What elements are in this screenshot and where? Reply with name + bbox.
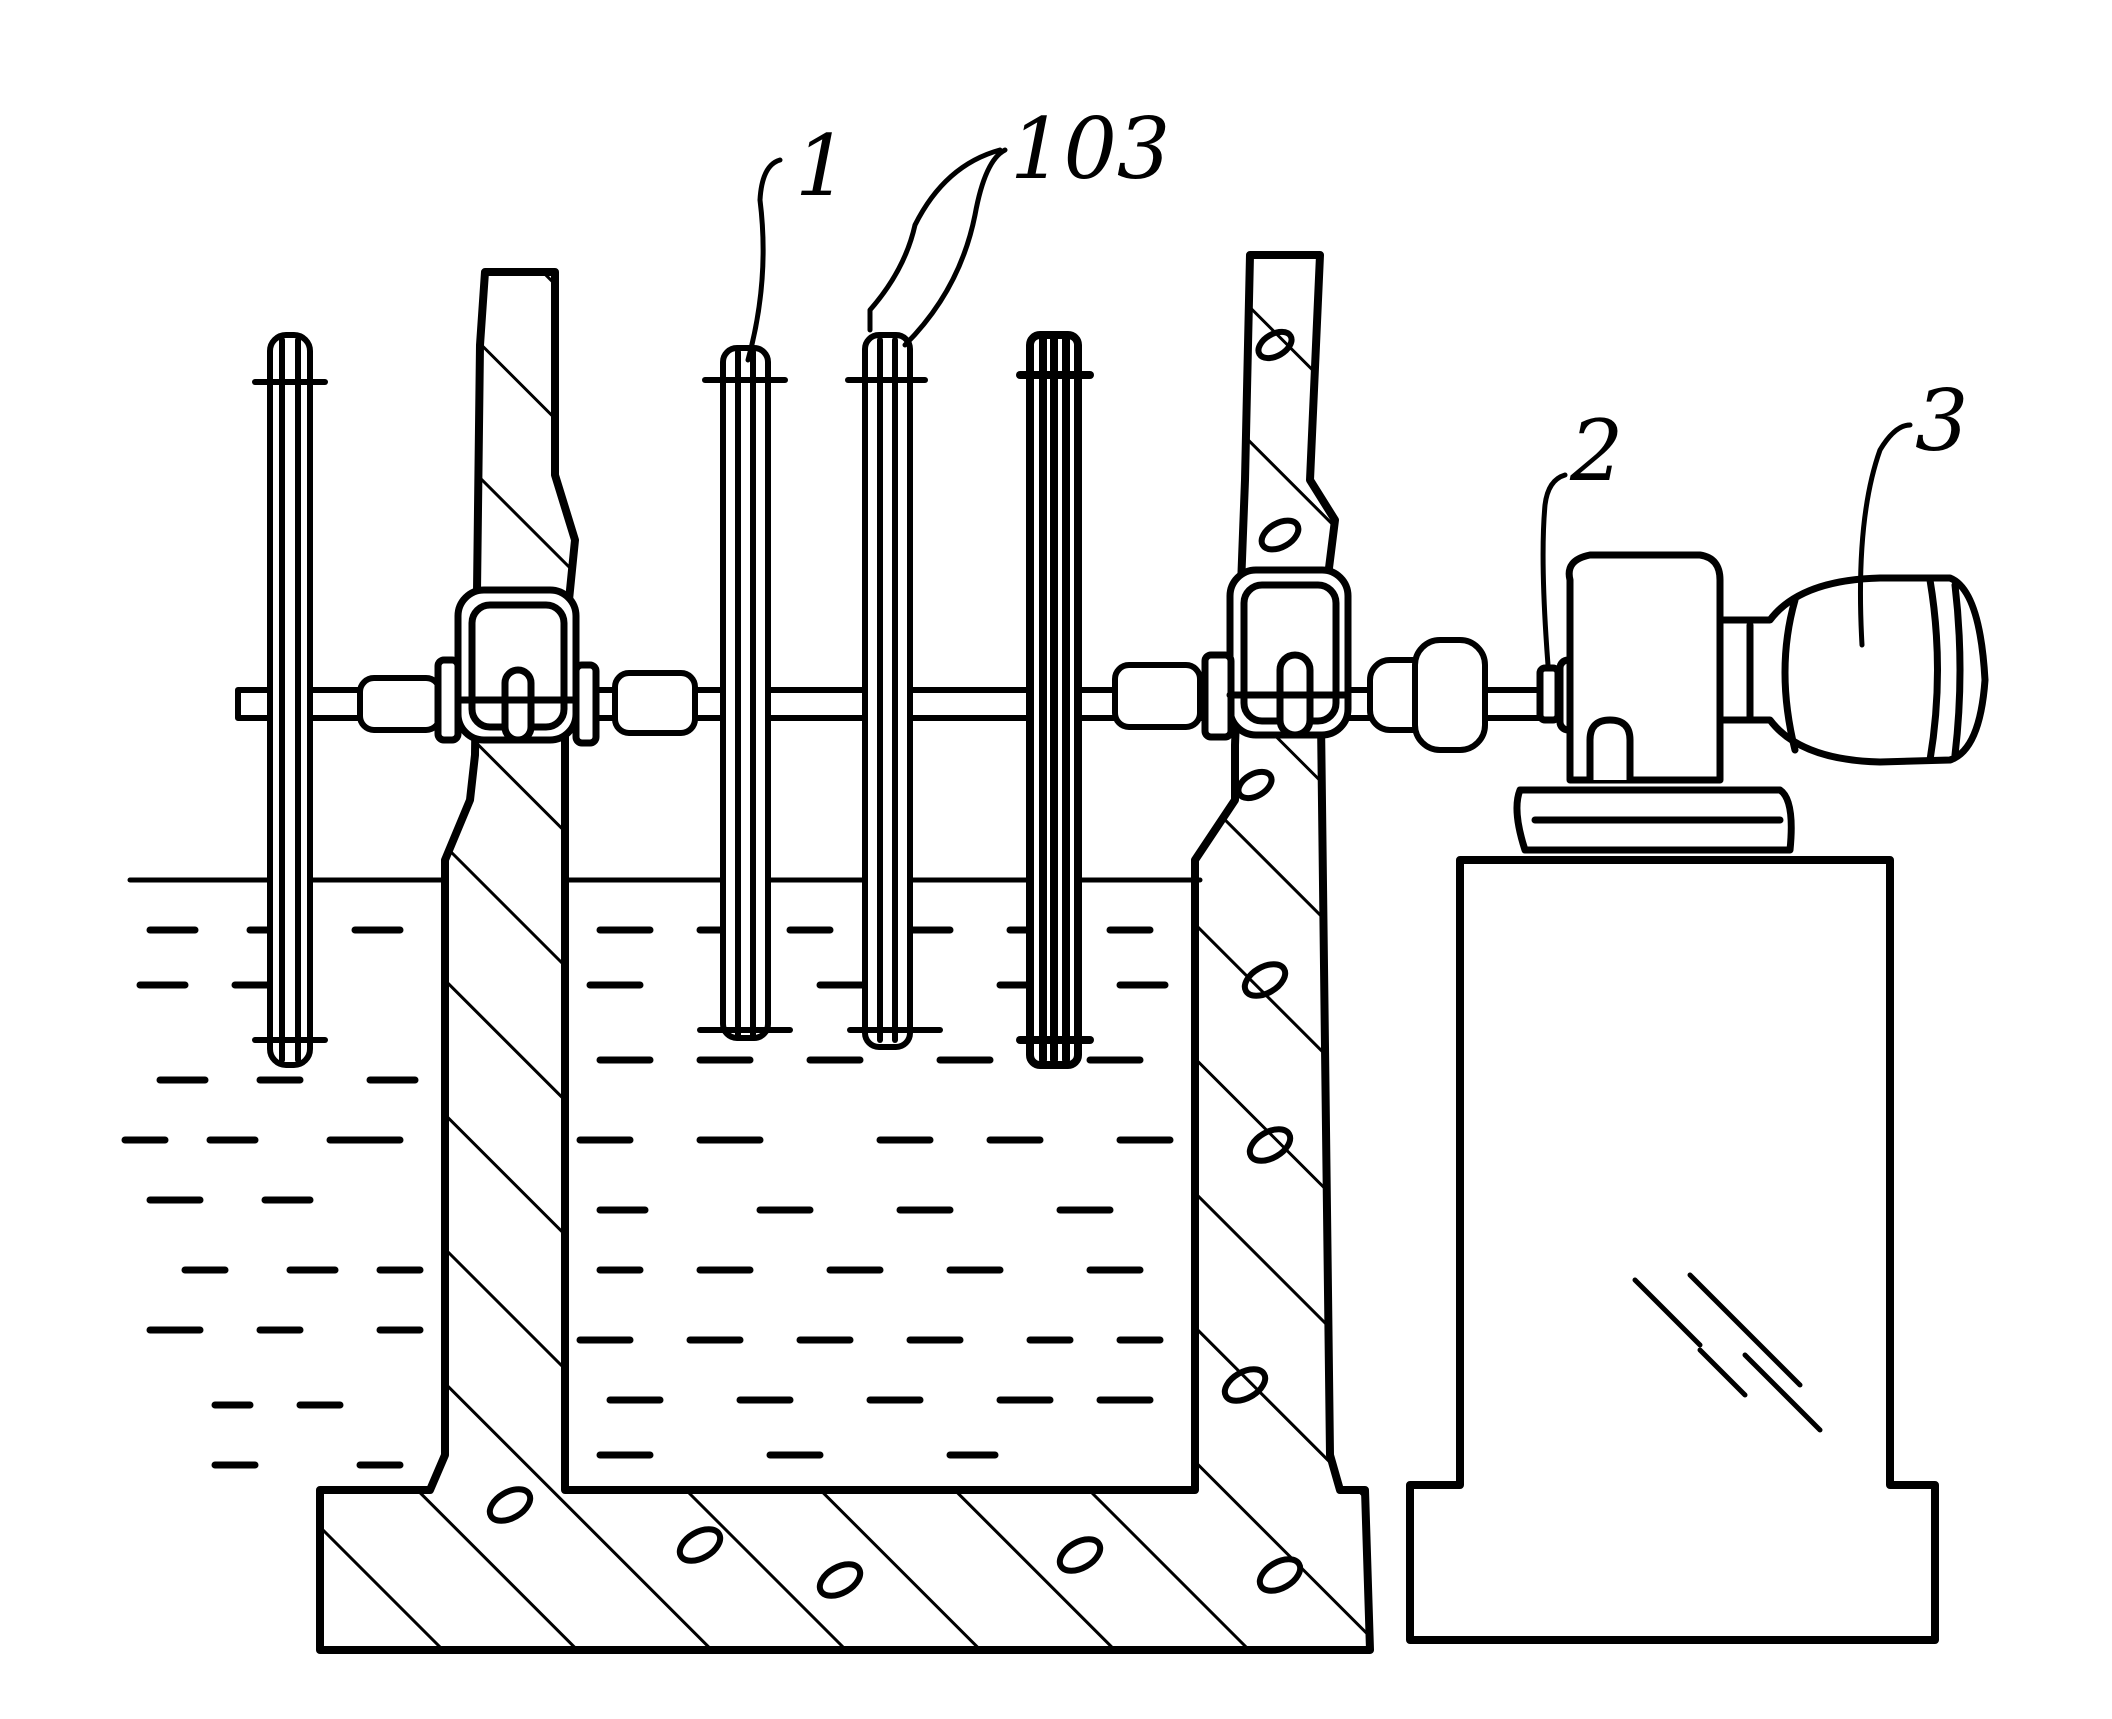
motor [1716, 574, 1989, 766]
label-103: 103 [1010, 100, 1170, 198]
outer-water [121, 877, 448, 1469]
gearbox [1513, 551, 1795, 854]
bearing-right [1201, 566, 1352, 741]
control-cabinet [1406, 856, 1939, 1644]
bearing-left [434, 586, 600, 747]
paddle-blade-4 [1016, 331, 1094, 1069]
paddle-blade-3 [845, 332, 943, 1050]
paddle-blade-1 [252, 332, 328, 1068]
label-3: 3 [1915, 372, 1968, 470]
leader-lines [745, 147, 1913, 668]
concrete-channel [316, 251, 1374, 1654]
label-2: 2 [1569, 402, 1623, 500]
label-1: 1 [795, 117, 848, 215]
aggregate-marks [486, 328, 1304, 1599]
paddle-blade-2 [697, 345, 793, 1041]
